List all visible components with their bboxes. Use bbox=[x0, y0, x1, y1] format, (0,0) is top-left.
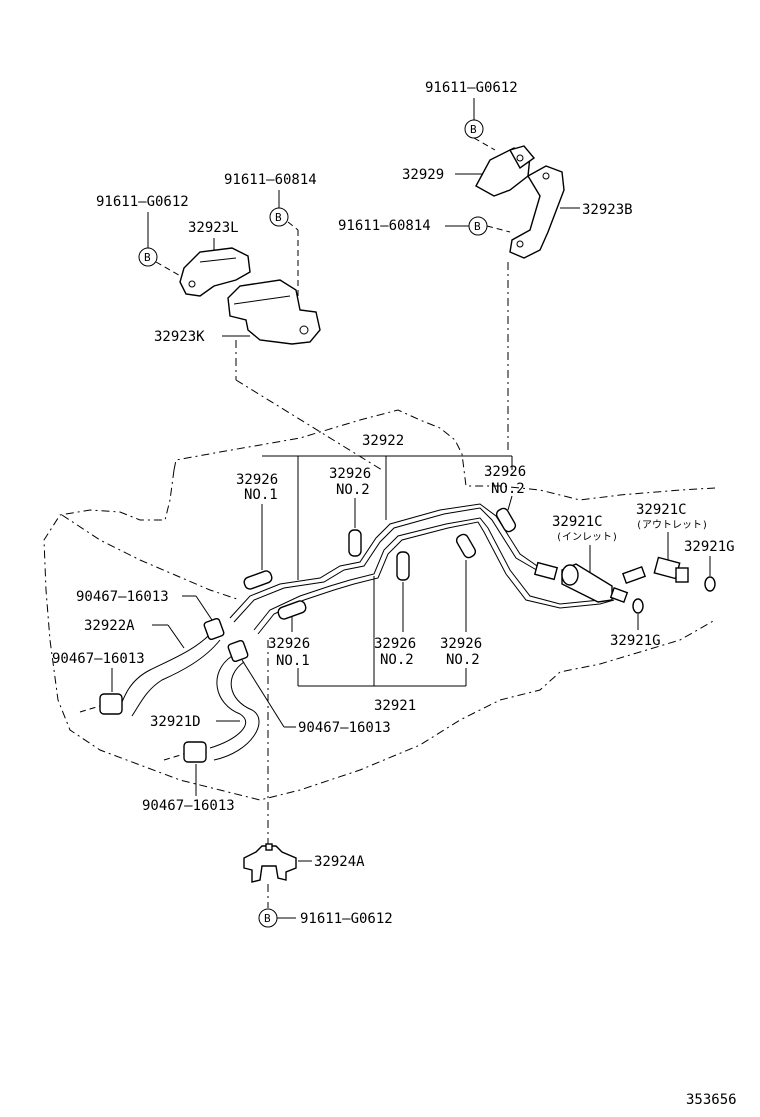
label-32921: 32921 bbox=[374, 698, 416, 714]
bolt-marker-left-top: B bbox=[269, 207, 289, 227]
bolt-marker-left-outer: B bbox=[138, 247, 158, 267]
label-bolt-right-mid: 91611–60814 bbox=[338, 218, 431, 234]
label-32926-no1-upper: 32926 bbox=[236, 472, 278, 488]
label-32921C-inlet: 32921C bbox=[552, 514, 603, 530]
label-32921C-outlet: 32921C bbox=[636, 502, 687, 518]
label-32921C-inlet-jp: (インレット) bbox=[556, 532, 618, 543]
bracket-32929[interactable] bbox=[475, 145, 536, 197]
label-bolt-left-top: 91611–60814 bbox=[224, 172, 317, 188]
label-32922A: 32922A bbox=[84, 618, 135, 634]
label-32926-no1-lower-no: NO.1 bbox=[276, 653, 310, 669]
hose-32921D[interactable] bbox=[209, 655, 260, 761]
bracket-32924A[interactable] bbox=[243, 843, 297, 883]
svg-text:B: B bbox=[264, 912, 271, 925]
hose-32922A[interactable] bbox=[117, 631, 221, 717]
label-32926-no2-upper-no: NO.2 bbox=[336, 482, 370, 498]
grommet-32926-no1-upper[interactable] bbox=[243, 570, 273, 591]
clamp-90467-upper[interactable] bbox=[203, 617, 225, 641]
label-32929: 32929 bbox=[402, 167, 444, 183]
label-32926-no2-lower-a-no: NO.2 bbox=[380, 652, 414, 668]
label-32923B: 32923B bbox=[582, 202, 633, 218]
tube-32922[interactable] bbox=[229, 503, 615, 635]
label-32926-no2-lower-b: 32926 bbox=[440, 636, 482, 652]
fitting-small bbox=[533, 561, 559, 581]
svg-text:B: B bbox=[144, 251, 151, 264]
clamp-90467-left[interactable] bbox=[79, 693, 123, 715]
oring-32921G-lower[interactable] bbox=[632, 598, 644, 614]
label-clamp-left: 90467–16013 bbox=[52, 651, 145, 667]
label-clamp-bottom: 90467–16013 bbox=[142, 798, 235, 814]
label-32926-no1-upper-no: NO.1 bbox=[244, 487, 278, 503]
grommet-32926-no1-lower[interactable] bbox=[277, 600, 307, 621]
label-32926-no2-right-no: NO.2 bbox=[491, 481, 525, 497]
label-32924A: 32924A bbox=[314, 854, 365, 870]
oring-32921G-right[interactable] bbox=[704, 576, 716, 592]
grommet-32926-no2-lower-b[interactable] bbox=[455, 533, 477, 560]
bracket-32923K[interactable] bbox=[227, 279, 321, 345]
fitting-inlet-32921C[interactable] bbox=[561, 563, 629, 603]
svg-text:B: B bbox=[470, 123, 477, 136]
svg-text:B: B bbox=[474, 220, 481, 233]
label-32926-no2-lower-a: 32926 bbox=[374, 636, 416, 652]
label-32921C-outlet-jp: (アウトレット) bbox=[636, 519, 708, 531]
label-bolt-left-outer: 91611–G0612 bbox=[96, 194, 189, 210]
bracket-32923L[interactable] bbox=[179, 247, 251, 297]
grommet-32926-no2-upper[interactable] bbox=[348, 529, 362, 557]
clamp-90467-mid[interactable] bbox=[227, 639, 249, 663]
bolt-marker-bottom: B bbox=[258, 908, 278, 928]
label-32926-no1-lower: 32926 bbox=[268, 636, 310, 652]
clamp-90467-bottom[interactable] bbox=[163, 741, 207, 763]
svg-text:B: B bbox=[275, 211, 282, 224]
grommet-32926-no2-right[interactable] bbox=[495, 507, 517, 534]
grommet-32926-no2-lower-a[interactable] bbox=[396, 551, 410, 581]
label-32926-no2-upper: 32926 bbox=[329, 466, 371, 482]
label-32923L: 32923L bbox=[188, 220, 239, 236]
label-32921G-lower: 32921G bbox=[610, 633, 661, 649]
bracket-32923B[interactable] bbox=[509, 165, 565, 259]
label-bolt-bottom: 91611–G0612 bbox=[300, 911, 393, 927]
bolt-marker-top: B bbox=[464, 119, 484, 139]
fitting-outlet-32921C[interactable] bbox=[621, 556, 689, 585]
label-32921G-right: 32921G bbox=[684, 539, 735, 555]
label-clamp-upper: 90467–16013 bbox=[76, 589, 169, 605]
bolt-marker-right-mid: B bbox=[468, 216, 488, 236]
label-32922: 32922 bbox=[362, 433, 404, 449]
label-32926-no2-right: 32926 bbox=[484, 464, 526, 480]
label-32926-no2-lower-b-no: NO.2 bbox=[446, 652, 480, 668]
drawing-number: 353656 bbox=[686, 1092, 737, 1108]
engine-outline bbox=[43, 409, 716, 801]
label-32921D: 32921D bbox=[150, 714, 201, 730]
label-clamp-mid: 90467–16013 bbox=[298, 720, 391, 736]
label-bolt-top: 91611–G0612 bbox=[425, 80, 518, 96]
label-32923K: 32923K bbox=[154, 329, 205, 345]
